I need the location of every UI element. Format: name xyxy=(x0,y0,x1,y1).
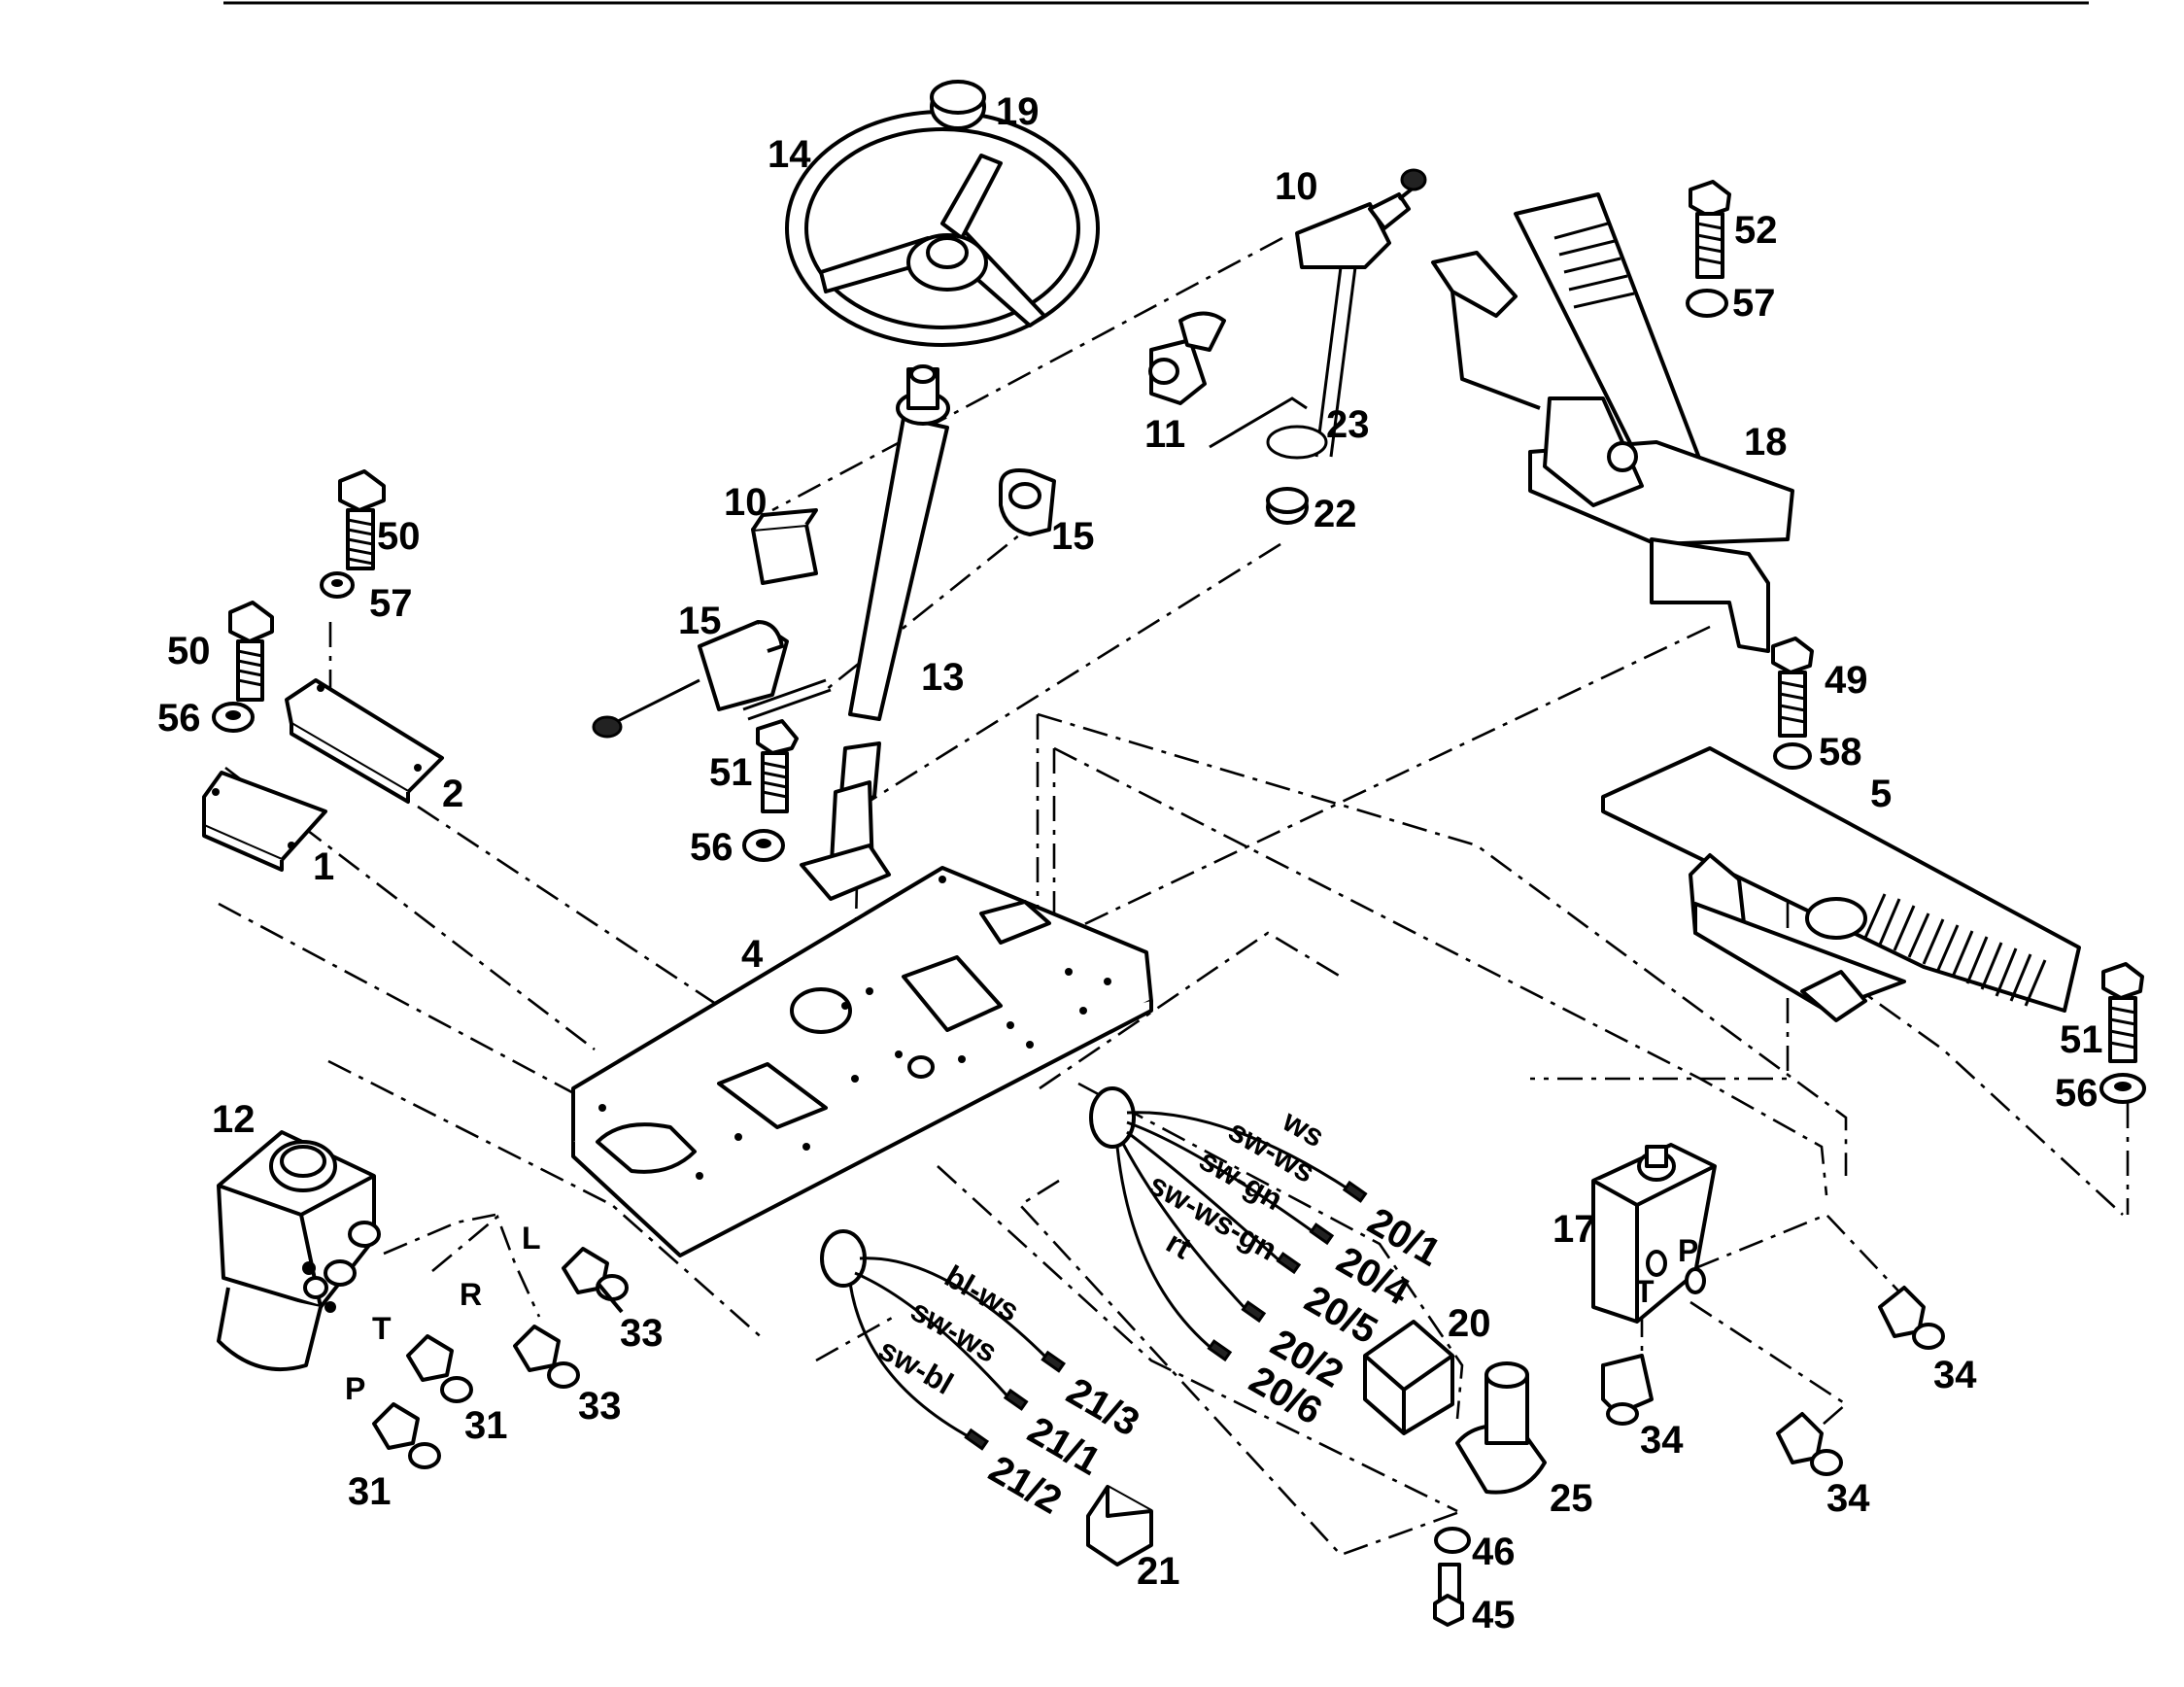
bolt-50-lower xyxy=(228,601,274,702)
label-56-left: 56 xyxy=(157,697,201,740)
port-T-valve: T xyxy=(1635,1274,1655,1309)
label-58: 58 xyxy=(1819,731,1862,774)
label-52: 52 xyxy=(1734,209,1778,252)
harness-20 xyxy=(1089,1086,1368,1362)
fitting-33-L xyxy=(562,1247,629,1314)
label-11: 11 xyxy=(1144,413,1185,456)
brake-pedal-5 xyxy=(1601,746,2081,1022)
leader-lines xyxy=(218,236,2130,1557)
label-57-right: 57 xyxy=(1732,282,1776,325)
bolt-52 xyxy=(1689,180,1731,279)
steering-unit-12 xyxy=(217,1130,381,1372)
port-labels: L R T P T P xyxy=(345,1221,1698,1406)
label-50-top: 50 xyxy=(377,515,421,558)
label-57-left: 57 xyxy=(369,582,413,625)
wire-clip xyxy=(1209,396,1328,460)
label-50-lower: 50 xyxy=(167,630,211,672)
bolt-51-left xyxy=(756,719,799,813)
pressure-switch-25 xyxy=(1455,1361,1547,1495)
plate-1 xyxy=(202,771,327,872)
fitting-34-c xyxy=(1878,1286,1945,1350)
label-46: 46 xyxy=(1472,1531,1516,1573)
label-31-P: 31 xyxy=(348,1470,392,1513)
floor-plate-4 xyxy=(571,866,1153,1257)
label-13: 13 xyxy=(921,656,965,699)
steering-column xyxy=(848,364,950,721)
fitting-31-T xyxy=(406,1334,473,1403)
horn-cap xyxy=(930,80,986,130)
label-25: 25 xyxy=(1550,1477,1593,1520)
fitting-34-b xyxy=(1776,1412,1843,1476)
part-labels: 19 14 10 52 57 23 11 18 22 10 50 15 57 1… xyxy=(157,90,2103,1636)
column-switch-lower xyxy=(592,620,832,739)
label-33-L: 33 xyxy=(620,1312,664,1355)
label-34-left: 34 xyxy=(1640,1419,1684,1462)
label-49: 49 xyxy=(1825,659,1868,702)
fitting-34-a xyxy=(1601,1354,1654,1426)
column-switch-top xyxy=(1295,168,1427,458)
port-P-unit: P xyxy=(345,1371,365,1406)
label-56-right: 56 xyxy=(2055,1072,2099,1115)
label-21: 21 xyxy=(1137,1550,1180,1593)
washer-57-right xyxy=(1686,289,1728,318)
label-34-right: 34 xyxy=(1933,1354,1977,1396)
label-14: 14 xyxy=(768,133,811,176)
label-1: 1 xyxy=(313,845,334,888)
bolt-51-right xyxy=(2101,962,2144,1063)
valve-block-17 xyxy=(1591,1143,1717,1324)
label-51-right: 51 xyxy=(2060,1018,2103,1061)
washer-56-mid xyxy=(742,829,785,862)
port-L: L xyxy=(522,1221,541,1256)
connector-20 xyxy=(1363,1320,1454,1435)
port-R: R xyxy=(460,1277,482,1312)
accelerator-pedal-18 xyxy=(1431,192,1794,653)
label-15-lower: 15 xyxy=(678,600,722,642)
column-base xyxy=(800,741,891,901)
washer-57-left xyxy=(320,571,355,599)
label-19: 19 xyxy=(996,90,1040,133)
label-10-lower: 10 xyxy=(724,481,768,524)
bolt-45 xyxy=(1433,1563,1464,1627)
label-23: 23 xyxy=(1326,403,1370,446)
plate-2 xyxy=(285,678,444,804)
fitting-31-P xyxy=(372,1402,441,1469)
washer-56-left xyxy=(212,702,255,733)
washer-46 xyxy=(1434,1527,1471,1554)
label-33-R: 33 xyxy=(578,1385,622,1428)
washer-56-right xyxy=(2099,1073,2146,1104)
label-22: 22 xyxy=(1314,493,1357,535)
clamp-upper xyxy=(999,468,1056,536)
lever-knob xyxy=(1148,311,1226,405)
label-15-upper: 15 xyxy=(1051,515,1095,558)
label-5: 5 xyxy=(1870,773,1892,815)
label-45: 45 xyxy=(1472,1594,1516,1636)
label-2: 2 xyxy=(442,773,463,815)
label-20: 20 xyxy=(1448,1302,1491,1345)
label-51-left: 51 xyxy=(709,751,753,794)
fitting-33-R xyxy=(513,1325,580,1389)
steering-wheel xyxy=(785,110,1100,347)
washer-58 xyxy=(1773,742,1812,770)
label-4: 4 xyxy=(741,933,764,976)
label-34-mid: 34 xyxy=(1826,1477,1870,1520)
bolt-49 xyxy=(1771,637,1814,738)
clamp-half xyxy=(751,508,818,585)
grommet xyxy=(1266,487,1309,525)
label-18: 18 xyxy=(1744,421,1788,464)
harness-21 xyxy=(820,1229,1067,1451)
bolt-50-upper xyxy=(338,469,386,570)
port-T-unit: T xyxy=(372,1311,392,1346)
port-P-valve: P xyxy=(1678,1233,1698,1268)
label-31-T: 31 xyxy=(464,1404,508,1447)
label-17: 17 xyxy=(1553,1208,1596,1251)
label-12: 12 xyxy=(212,1098,256,1141)
label-10-top: 10 xyxy=(1275,165,1318,208)
label-56-mid: 56 xyxy=(690,826,734,869)
connector-21 xyxy=(1086,1485,1153,1566)
